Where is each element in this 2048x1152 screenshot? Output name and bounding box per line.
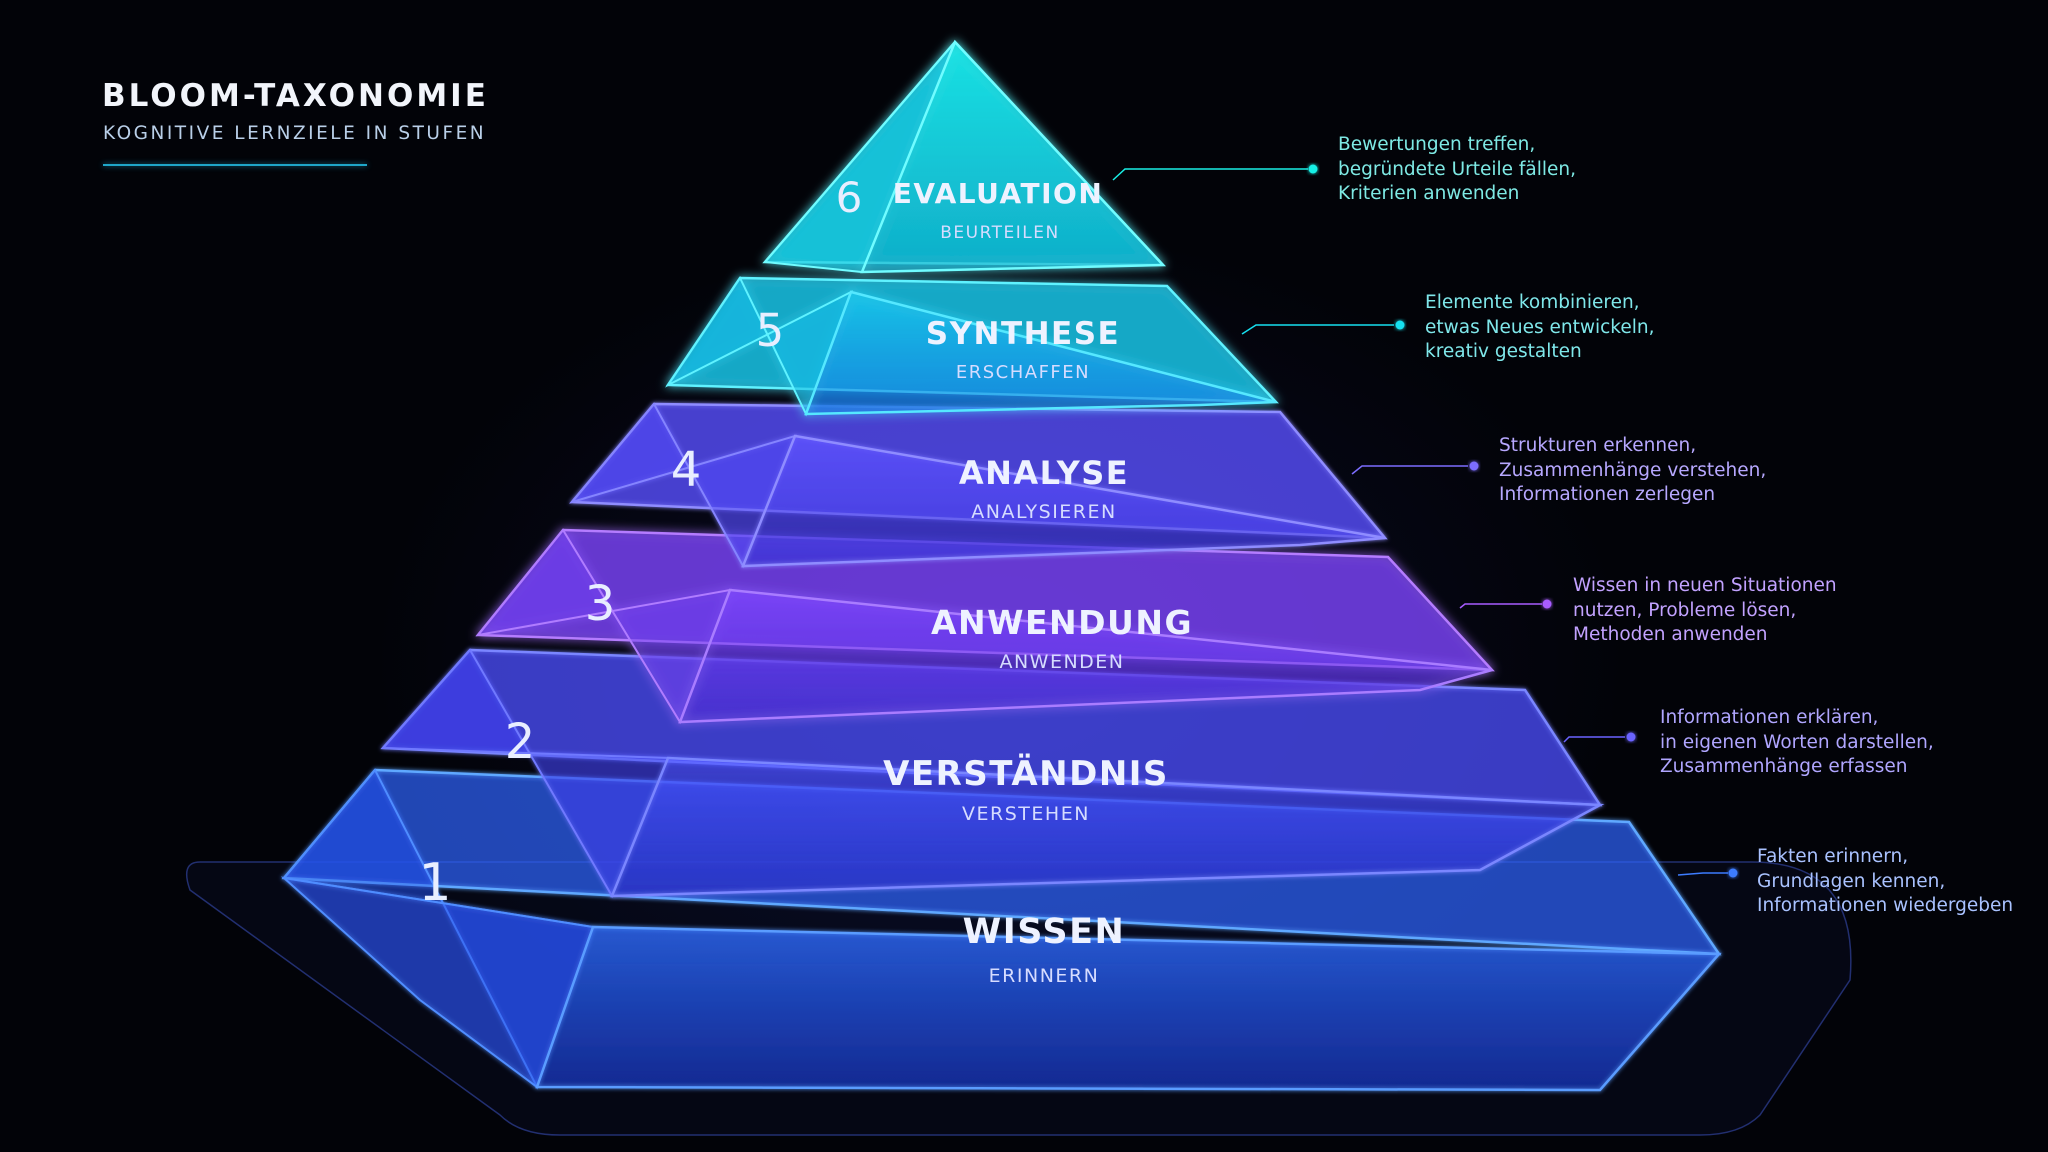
- pyramid-level-4: [569, 402, 1388, 569]
- leader-line: [1351, 465, 1468, 475]
- level-name: EVALUATION: [893, 177, 1104, 210]
- pyramid-level-3: [475, 528, 1495, 725]
- leader-dot: [1469, 461, 1479, 471]
- level-verb: ANALYSIEREN: [971, 501, 1116, 523]
- level-number: 5: [756, 304, 785, 357]
- level-name: SYNTHESE: [926, 316, 1121, 352]
- description-line: Informationen erklären,: [1660, 707, 1879, 728]
- level-name: WISSEN: [963, 912, 1126, 952]
- level-name: VERSTÄNDNIS: [883, 753, 1169, 794]
- description-line: in eigenen Worten darstellen,: [1660, 731, 1934, 753]
- leader-dot: [1542, 599, 1552, 609]
- level-verb: VERSTEHEN: [962, 803, 1090, 825]
- leader-dot: [1308, 164, 1318, 174]
- description-line: Strukturen erkennen,: [1499, 435, 1697, 456]
- leader-line: [1563, 736, 1625, 743]
- leader-line: [1459, 603, 1542, 609]
- level-verb: ANWENDEN: [999, 651, 1124, 673]
- description-line: Kriterien anwenden: [1338, 183, 1520, 204]
- description-line: Informationen zerlegen: [1499, 484, 1716, 505]
- level-1-description: Fakten erinnern, Grundlagen kennen, Info…: [1757, 845, 2013, 919]
- level-number: 1: [418, 853, 451, 913]
- level-verb: BEURTEILEN: [940, 223, 1060, 243]
- leader-lines: [1112, 164, 1738, 878]
- level-3-description: Wissen in neuen Situationen nutzen, Prob…: [1573, 574, 1837, 648]
- description-line: Grundlagen kennen,: [1757, 870, 1946, 892]
- diagram-title: BLOOM-TAXONOMIE: [102, 78, 489, 114]
- description-line: Methoden anwenden: [1573, 624, 1768, 645]
- description-line: Bewertungen treffen,: [1338, 134, 1536, 155]
- level-verb: ERINNERN: [989, 965, 1100, 987]
- level-verb: ERSCHAFFEN: [956, 362, 1090, 383]
- description-line: Informationen wiedergeben: [1757, 895, 2014, 916]
- leader-dot: [1395, 320, 1405, 330]
- description-line: Wissen in neuen Situationen: [1573, 575, 1837, 596]
- leader-dot: [1728, 868, 1738, 878]
- level-name: ANWENDUNG: [931, 603, 1193, 642]
- level-5-description: Elemente kombinieren, etwas Neues entwic…: [1425, 291, 1654, 365]
- leader-line: [1241, 324, 1394, 335]
- pyramid-level-6: [762, 39, 1166, 274]
- level-number: 3: [585, 576, 616, 632]
- description-line: nutzen, Probleme lösen,: [1573, 599, 1797, 621]
- title-divider: [103, 164, 367, 166]
- level-number: 4: [671, 442, 702, 498]
- level-number: 6: [836, 173, 863, 222]
- level-name: ANALYSE: [959, 454, 1129, 492]
- description-line: Zusammenhänge verstehen,: [1499, 459, 1767, 481]
- description-line: kreativ gestalten: [1425, 341, 1582, 362]
- description-line: begründete Urteile fällen,: [1338, 158, 1577, 180]
- leader-dot: [1626, 732, 1636, 742]
- description-line: Zusammenhänge erfassen: [1660, 756, 1908, 777]
- leader-line: [1677, 872, 1728, 876]
- diagram-subtitle: KOGNITIVE LERNZIELE IN STUFEN: [103, 123, 487, 144]
- level-4-description: Strukturen erkennen, Zusammenhänge verst…: [1499, 434, 1766, 508]
- level-6-description: Bewertungen treffen, begründete Urteile …: [1338, 133, 1576, 207]
- pyramid-level-5: [665, 275, 1279, 417]
- level-2-description: Informationen erklären, in eigenen Worte…: [1660, 706, 1934, 780]
- description-line: Elemente kombinieren,: [1425, 292, 1640, 313]
- level-number: 2: [505, 714, 536, 770]
- leader-line: [1112, 168, 1308, 181]
- description-line: Fakten erinnern,: [1757, 846, 1909, 867]
- description-line: etwas Neues entwickeln,: [1425, 316, 1655, 338]
